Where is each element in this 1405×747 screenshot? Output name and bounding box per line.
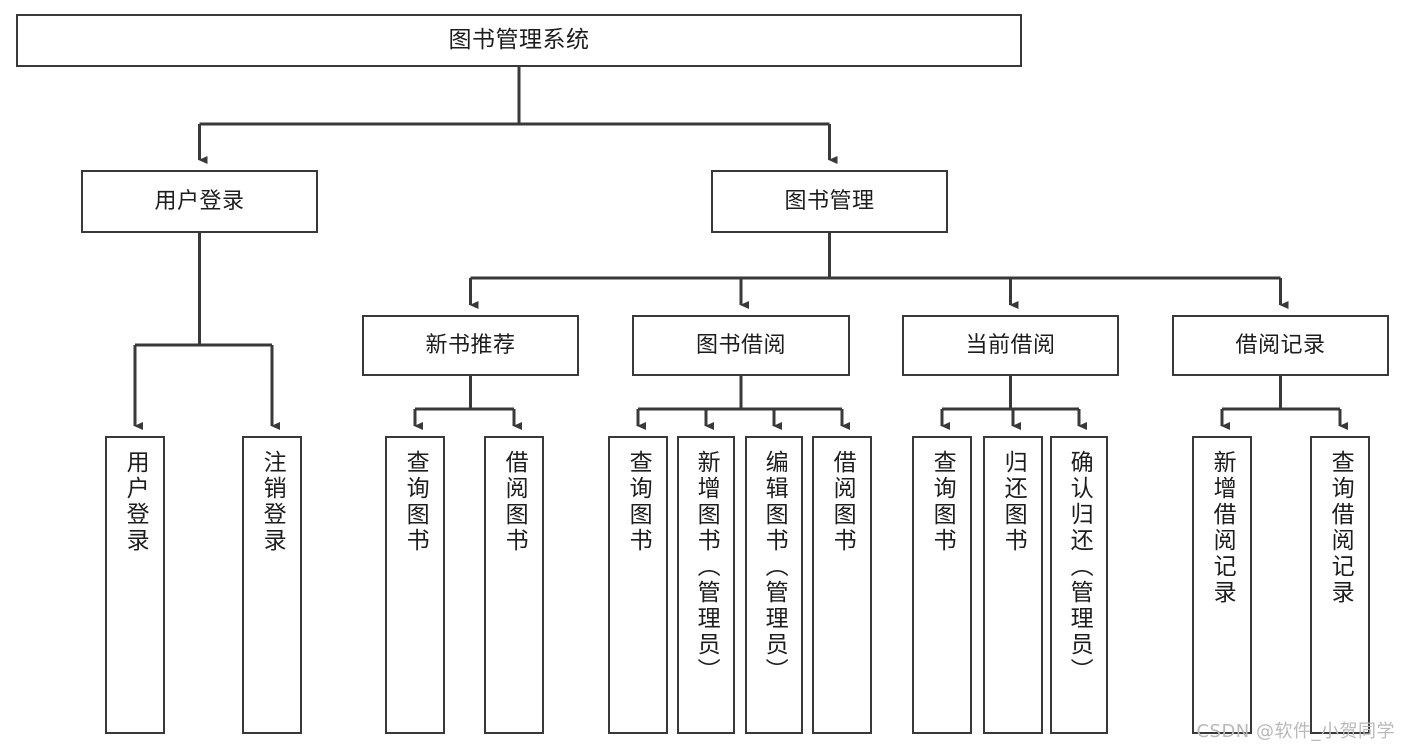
node-book-borrow: 图书借阅	[632, 315, 850, 376]
node-leaf-add-book-admin: 新增图书（管理员）	[677, 436, 735, 734]
node-leaf-confirm-return-admin: 确认归还（管理员）	[1050, 436, 1108, 734]
node-label-root: 图书管理系统	[448, 26, 590, 53]
node-label-leaf-query-book-borrow: 查询图书	[625, 450, 652, 554]
node-label-leaf-confirm-return-admin: 确认归还（管理员）	[1066, 450, 1093, 684]
node-leaf-add-borrow-record: 新增借阅记录	[1192, 436, 1252, 734]
node-label-book-borrow: 图书借阅	[695, 332, 786, 358]
node-label-leaf-add-borrow-record: 新增借阅记录	[1209, 450, 1236, 606]
node-leaf-query-book-borrow: 查询图书	[608, 436, 668, 734]
node-label-leaf-return-book: 归还图书	[1000, 450, 1027, 554]
node-label-leaf-query-book-new: 查询图书	[402, 450, 429, 554]
node-current-borrow: 当前借阅	[902, 315, 1119, 376]
node-leaf-query-book-current: 查询图书	[912, 436, 972, 734]
node-label-current-borrow: 当前借阅	[965, 332, 1056, 358]
node-label-borrow-record: 借阅记录	[1235, 332, 1326, 358]
node-leaf-borrow-book-new: 借阅图书	[484, 436, 544, 734]
csdn-watermark: CSDN @软件_小贺同学	[1196, 721, 1395, 742]
node-root: 图书管理系统	[16, 14, 1022, 67]
node-label-leaf-query-borrow-record: 查询借阅记录	[1327, 450, 1354, 606]
node-leaf-query-book-new: 查询图书	[385, 436, 445, 734]
node-label-leaf-query-book-current: 查询图书	[929, 450, 956, 554]
node-leaf-user-login: 用户登录	[105, 436, 165, 734]
node-label-book-manage: 图书管理	[784, 188, 875, 214]
node-user-login: 用户登录	[81, 170, 318, 233]
node-label-leaf-edit-book-admin: 编辑图书（管理员）	[761, 450, 788, 684]
node-leaf-return-book: 归还图书	[983, 436, 1043, 734]
node-new-book-recommend: 新书推荐	[362, 315, 579, 376]
node-leaf-query-borrow-record: 查询借阅记录	[1310, 436, 1370, 734]
node-leaf-edit-book-admin: 编辑图书（管理员）	[745, 436, 803, 734]
node-leaf-user-logout: 注销登录	[242, 436, 302, 734]
node-label-leaf-add-book-admin: 新增图书（管理员）	[693, 450, 720, 684]
node-label-leaf-borrow-book: 借阅图书	[829, 450, 856, 554]
node-label-leaf-borrow-book-new: 借阅图书	[501, 450, 528, 554]
node-label-new-book-recommend: 新书推荐	[425, 332, 516, 358]
node-borrow-record: 借阅记录	[1172, 315, 1389, 376]
node-label-leaf-user-login: 用户登录	[122, 450, 149, 554]
node-label-leaf-user-logout: 注销登录	[259, 450, 286, 554]
node-leaf-borrow-book: 借阅图书	[812, 436, 872, 734]
node-book-manage: 图书管理	[711, 170, 948, 233]
node-label-user-login: 用户登录	[154, 188, 245, 214]
